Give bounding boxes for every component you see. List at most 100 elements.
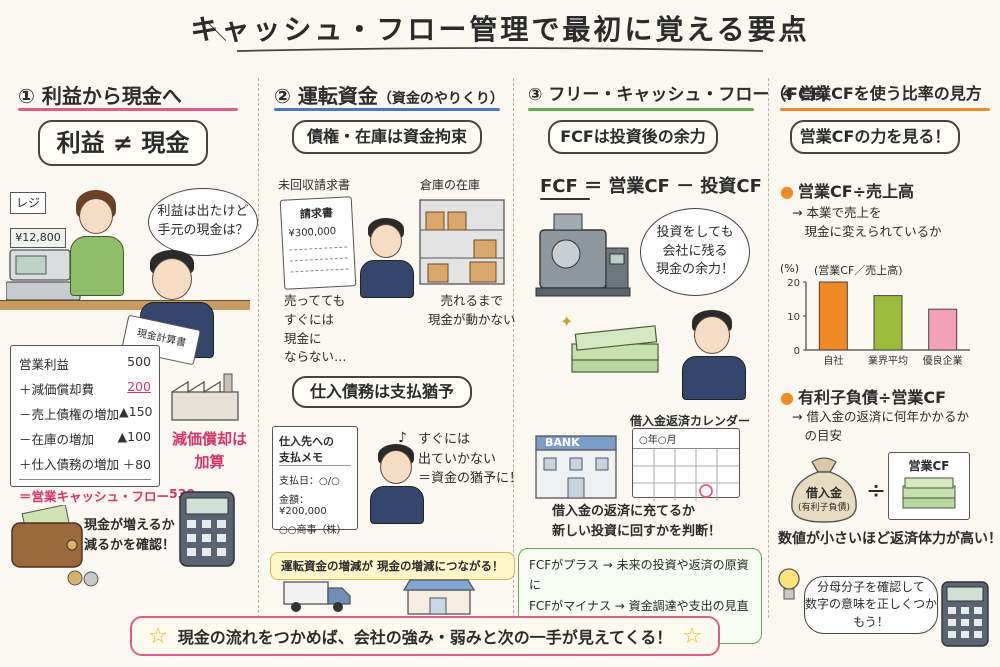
pl-total-row: ＝営業キャッシュ・フロー530 [19,479,195,505]
businessman-2 [354,218,424,298]
businessman-4 [676,310,756,400]
section4-underline [780,108,990,111]
chart-ylabel: (%) [780,262,800,275]
section1-banner: 利益 ≠ 現金 [38,120,208,166]
memo-line: 金額：¥200,000 [279,495,327,517]
section3-bubble: 投資をしても 会社に残る 現金の余力！ [640,208,750,296]
footer-banner: ☆ 現金の流れをつかめば、会社の強み・弱みと次の一手が見えてくる！ ☆ [130,616,720,656]
repay-note: 借入金の返済に充てるか 新しい投資に回すかを判断！ [552,504,722,539]
section3-banner: FCFは投資後の余力 [548,120,718,154]
warehouse-label: 倉庫の在庫 [420,178,481,192]
chart-bar [873,295,903,351]
bag-sublabel: (有利子負債) [797,503,851,513]
bank-icon [535,435,617,499]
divider-3 [768,78,769,618]
capacity-note: 数値が小さいほど返済体力が高い！ [778,531,1000,547]
chart-title: (営業CF／売上高) [814,264,903,277]
calendar-title: 借入金返済カレンダー [630,414,751,428]
unpaid-note: 売ってても すぐには 現金に ならない… [284,293,347,365]
bag-label: 借入金 [805,486,842,500]
section2-banner2: 仕入債務は支払猶予 [292,376,472,408]
fcf-plus-row: FCFがプラス → 未来の投資や返済の原資に [529,558,749,593]
title-underline [236,47,764,52]
counter [0,300,250,310]
divide-sign: ÷ [866,476,887,504]
ratio1-title: ●営業CF÷売上高 [780,182,915,201]
pl-row: ＋仕入債務の増加＋80 [19,457,151,472]
section3-underline [528,108,754,111]
register-display: ¥12,800 [10,228,66,248]
pl-row: －売上債権の増加▲150 [19,404,153,422]
cf-box-label: 営業CF [908,459,950,473]
calendar-date: ○年○月 [633,429,739,449]
machine-icon [535,213,631,297]
page-title: キャッシュ・フロー管理で最初に覚える要点 [190,13,810,46]
repayment-calendar: ○年○月 [632,428,740,501]
section1-heading: ① 利益から現金へ [18,84,182,108]
invoice-title: 請求書 [299,206,334,221]
pl-row: －在庫の増加▲100 [19,429,151,447]
sparkle-icon: ✦ [560,312,574,331]
invoice-label: 未回収請求書 [278,178,351,192]
bank-label: BANK [545,436,580,449]
section2-banner1: 債権・在庫は資金拘束 [292,120,482,154]
depreciation-note: 減価償却は 加算 [172,430,248,471]
section4-heading: ④ 営業CFを使う比率の見方 [780,84,982,103]
lightbulb-icon [778,568,800,600]
chart-x-tick-label: 自社 [823,354,843,367]
divider-2 [513,78,514,618]
stock-note: 売れるまで 現金が動かない [428,293,516,327]
invoice-amount: ¥300,000 [288,226,337,240]
title-deco-left: ＼ [205,20,228,45]
tip-bubble: 分母分子を確認して 数字の意味を正しくつかもう！ [804,576,938,634]
payment-memo: 仕入先への 支払メモ 支払日：○/○ 金額：¥200,000 ○○商事（株） [272,426,358,536]
formula-underline [540,198,590,200]
star-icon: ☆ [682,623,702,649]
calendar-grid [633,449,739,501]
fcf-formula: FCF ＝ 営業CF － 投資CF [540,176,762,197]
working-capital-chip: 運転資金の増減が 現金の増減につながる！ [270,552,515,580]
warehouse-icon [419,199,505,285]
truck-icon [283,581,351,612]
cash-bundle-icon [902,477,956,509]
section3-heading: ③ フリー・キャッシュ・フロー（FCF） [528,85,840,105]
chart-x-tick-label: 優良企業 [923,354,963,367]
title-deco-right: ／ [778,20,801,45]
money-bag-icon [791,457,857,523]
delay-note: すぐには 出ていかない ＝資金の猶予に！ [418,432,523,486]
ratio2-title: ●有利子負債÷営業CF [780,388,947,407]
wallet-note: 現金が増えるか 減るかを確認！ [84,518,176,553]
calculator-icon-2 [941,581,989,647]
section2-underline [274,108,500,111]
register-label: レジ [10,192,46,214]
shop-icon [402,579,476,615]
divider-1 [258,78,259,618]
coins-icon [67,570,99,587]
businessman-3 [364,444,430,524]
ratio2-desc: → 借入金の返済に何年かかるか の目安 [792,409,969,443]
section1-underline [18,108,238,111]
cash-stack-icon [571,325,659,373]
section4-banner: 営業CFの力を見る！ [790,120,960,154]
memo-line: 支払日：○/○ [279,476,340,487]
memo-line: ○○商事（株） [279,525,347,536]
ratio-bar-chart: 0 10 20 自社 業界平均 優良企業 [787,278,970,367]
cashier-woman [62,190,132,300]
chart-y-tick-label: 20 [787,278,800,289]
chart-y-tick-label: 10 [787,312,800,323]
chart-y-tick-label: 0 [794,346,800,357]
chart-bar [818,281,848,351]
calculator-icon [179,491,235,567]
section1-bubble: 利益は出たけど 手元の現金は？ [148,188,258,256]
ratio1-desc: → 本業で売上を 現金に変えられているか [792,205,942,239]
music-note-icon: ♪ [398,430,407,446]
section2-heading: ② 運転資金（資金のやりくり） [274,84,504,108]
wallet-icon [11,505,83,568]
chart-x-tick-label: 業界平均 [868,354,908,367]
invoice-doc: 請求書 ¥300,000 [279,196,357,290]
memo-line: 仕入先への [279,435,334,448]
operating-cf-box: 営業CF [888,452,970,520]
